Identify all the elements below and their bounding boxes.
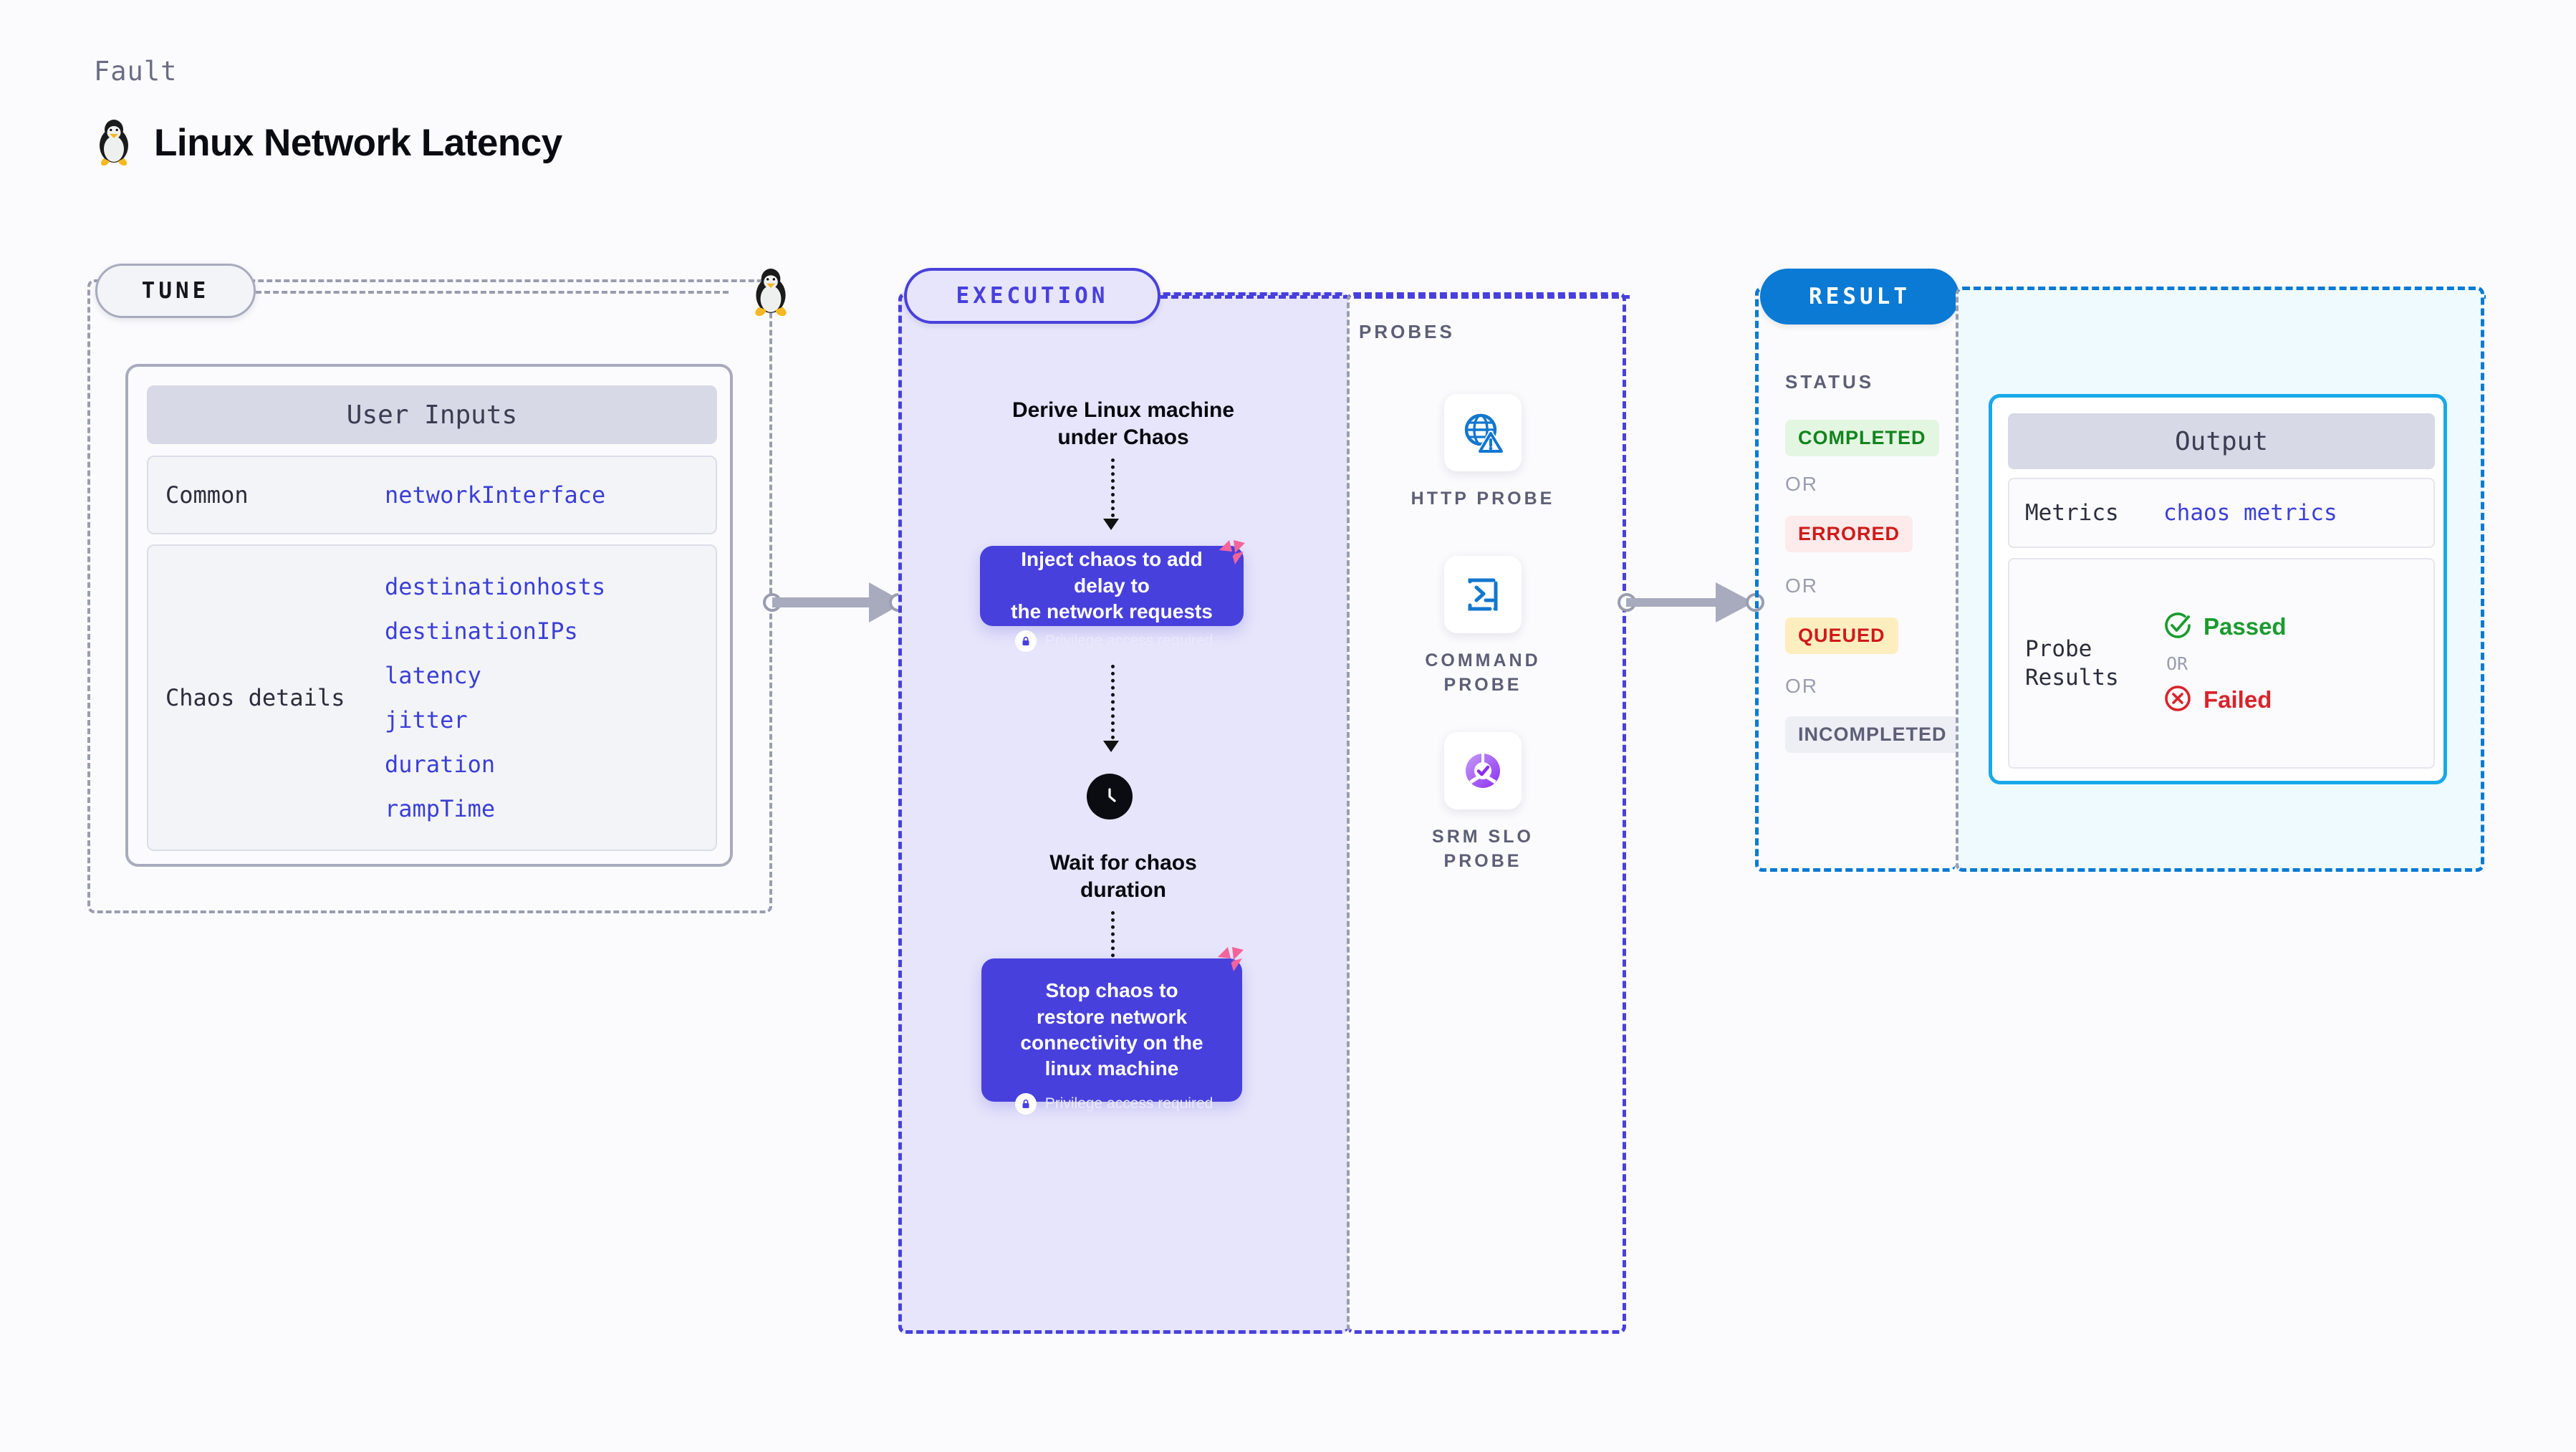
execution-step-inject-privilege: Privilege access required (1003, 630, 1225, 652)
harness-logo-icon (1218, 539, 1246, 571)
output-card: Output Metrics chaos metrics Probe Resul… (1989, 394, 2447, 784)
tune-row-chaos-details: Chaos details destinationhosts destinati… (147, 544, 717, 851)
output-row-metrics: Metrics chaos metrics (2008, 478, 2435, 548)
tune-badge-connector (256, 291, 729, 294)
user-inputs-title: User Inputs (147, 385, 717, 444)
page-title: Linux Network Latency (154, 121, 562, 164)
status-badge-completed-text: COMPLETED (1798, 427, 1926, 448)
probes-label: PROBES (1359, 321, 1455, 342)
probe-command-caption: COMMAND PROBE (1425, 650, 1541, 695)
tune-row-chaos-values: destinationhosts destinationIPs latency … (385, 573, 605, 822)
execution-step-inject-chaos[interactable]: Inject chaos to add delay to the network… (980, 546, 1244, 626)
tune-row-common-key: Common (165, 481, 249, 509)
execution-step-inject-privilege-text: Privilege access required (1044, 633, 1213, 649)
status-or-1: OR (1785, 473, 1818, 495)
status-badge-completed: COMPLETED (1785, 420, 1939, 456)
execution-step-stop-chaos-text: Stop chaos to restore network connectivi… (1020, 979, 1203, 1080)
status-badge-queued: QUEUED (1785, 617, 1898, 654)
status-badge-errored: ERRORED (1785, 516, 1913, 552)
tune-value-networkinterface: networkInterface (385, 481, 606, 509)
execution-step-stop-privilege-text: Privilege access required (1044, 1095, 1213, 1112)
tune-user-inputs-card: User Inputs Common networkInterface Chao… (125, 364, 733, 867)
tune-value-duration: duration (385, 751, 496, 778)
arrow-probes-to-result (1626, 577, 1762, 632)
lock-icon (1014, 1093, 1037, 1115)
page-title-row: Linux Network Latency (94, 118, 562, 167)
tune-row-common: Common networkInterface (147, 456, 717, 534)
probe-result-failed-text: Failed (2203, 686, 2272, 713)
arrow-tune-to-execution (772, 577, 915, 632)
clock-icon (1087, 774, 1133, 819)
harness-logo-icon (1216, 946, 1245, 978)
slo-check-icon (1444, 732, 1522, 809)
output-row-probe-results: Probe Results Passed OR (2008, 558, 2435, 769)
status-or-3: OR (1785, 675, 1818, 697)
tune-value-latency: latency (385, 662, 481, 689)
probe-srm-slo-caption: SRM SLO PROBE (1432, 827, 1534, 871)
tune-row-chaos-key: Chaos details (165, 684, 345, 711)
result-badge: RESULT (1760, 269, 1959, 324)
output-row-probe-results-key: Probe Results (2025, 635, 2119, 691)
output-title: Output (2008, 413, 2435, 469)
status-badge-queued-text: QUEUED (1798, 625, 1885, 646)
check-circle-icon (2163, 611, 2192, 643)
status-badge-errored-text: ERRORED (1798, 523, 1900, 544)
linux-penguin-icon (94, 118, 134, 167)
probe-result-or: OR (2166, 653, 2188, 674)
status-badge-incompleted: INCOMPLETED (1785, 716, 1960, 753)
status-or-2: OR (1785, 574, 1818, 597)
tune-value-destinationips: destinationIPs (385, 617, 578, 645)
tune-value-ramptime: rampTime (385, 795, 496, 822)
tune-value-jitter: jitter (385, 706, 468, 734)
execution-step-label-derive: Derive Linux machine under Chaos (1011, 398, 1235, 450)
execution-step-label-wait: Wait for chaos duration (1049, 851, 1197, 903)
tune-linux-penguin-icon (749, 267, 793, 321)
execution-step-stop-privilege: Privilege access required (1003, 1093, 1225, 1115)
probes-panel (1347, 292, 1626, 1334)
probe-result-passed: Passed (2163, 611, 2287, 643)
x-circle-icon (2163, 684, 2192, 716)
output-row-metrics-key: Metrics (2025, 499, 2119, 526)
output-row-metrics-value: chaos metrics (2163, 500, 2337, 526)
terminal-icon (1444, 556, 1522, 633)
tune-row-common-values: networkInterface (385, 481, 605, 509)
output-probe-result-values: Passed OR Failed (2163, 611, 2287, 716)
probe-http[interactable]: HTTP PROBE (1400, 394, 1565, 511)
result-status-label: STATUS (1785, 371, 1875, 393)
lock-icon (1014, 630, 1037, 652)
tune-badge: TUNE (95, 264, 256, 318)
probe-srm-slo[interactable]: SRM SLO PROBE (1400, 732, 1565, 874)
probe-result-passed-text: Passed (2203, 613, 2287, 640)
execution-badge: EXECUTION (904, 268, 1160, 324)
execution-step-inject-chaos-text: Inject chaos to add delay to the network… (1011, 548, 1213, 623)
execution-badge-connector (1160, 295, 1630, 299)
globe-warning-icon (1444, 394, 1522, 471)
probe-http-caption: HTTP PROBE (1410, 489, 1555, 509)
probe-command[interactable]: COMMAND PROBE (1400, 556, 1565, 698)
execution-step-stop-chaos[interactable]: Stop chaos to restore network connectivi… (981, 958, 1242, 1102)
probe-result-failed: Failed (2163, 684, 2287, 716)
page-kicker: Fault (94, 56, 178, 87)
status-badge-incompleted-text: INCOMPLETED (1798, 723, 1947, 745)
tune-value-destinationhosts: destinationhosts (385, 573, 606, 600)
